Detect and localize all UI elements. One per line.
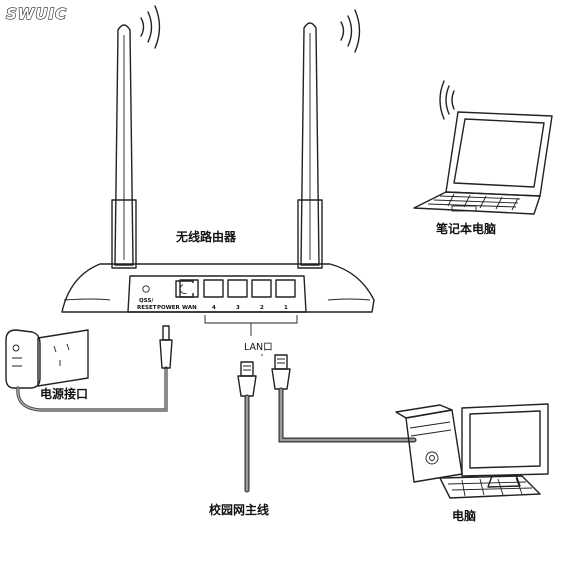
- left-antenna: [111, 24, 137, 269]
- laptop: [413, 111, 553, 215]
- lan-label: LAN口: [244, 342, 273, 353]
- lan-port-number-1: 1: [284, 305, 288, 311]
- laptop-wifi-icon: [439, 80, 455, 120]
- lan-port-number-3: 3: [236, 305, 240, 311]
- reset-label-line2: RESET: [137, 305, 157, 311]
- desktop-computer: [395, 403, 549, 499]
- power-adapter: [5, 329, 41, 389]
- campus-line-label: 校园网主线: [209, 502, 269, 517]
- lan-port-number-4: 4: [212, 305, 216, 311]
- desktop-label: 电脑: [452, 508, 476, 523]
- router-label: 无线路由器: [175, 229, 237, 244]
- desktop-cable-plug: [271, 354, 291, 390]
- power-port-label: POWER: [157, 305, 181, 311]
- wifi-waves-right-icon: [340, 9, 361, 53]
- lan-bracket: [204, 315, 298, 336]
- wifi-waves-left-icon: [140, 5, 161, 49]
- reset-label-line1: QSS/: [139, 298, 154, 304]
- router: QSS/ RESET POWER WAN 4 3 2 1 无线路由器: [61, 5, 375, 313]
- wan-port-label: WAN: [182, 305, 197, 311]
- laptop-label: 笔记本电脑: [436, 221, 496, 236]
- power-dc-plug: [159, 325, 173, 369]
- router-body: [61, 263, 375, 313]
- campus-line-plug: [237, 361, 257, 397]
- power-outlet: [37, 329, 89, 387]
- lan-port-number-2: 2: [260, 305, 264, 311]
- desktop-cable: [278, 387, 417, 443]
- power-cord: [16, 366, 168, 412]
- logo: SWUIC: [6, 5, 67, 23]
- power-label: 电源接口: [40, 386, 88, 401]
- right-antenna: [297, 22, 323, 269]
